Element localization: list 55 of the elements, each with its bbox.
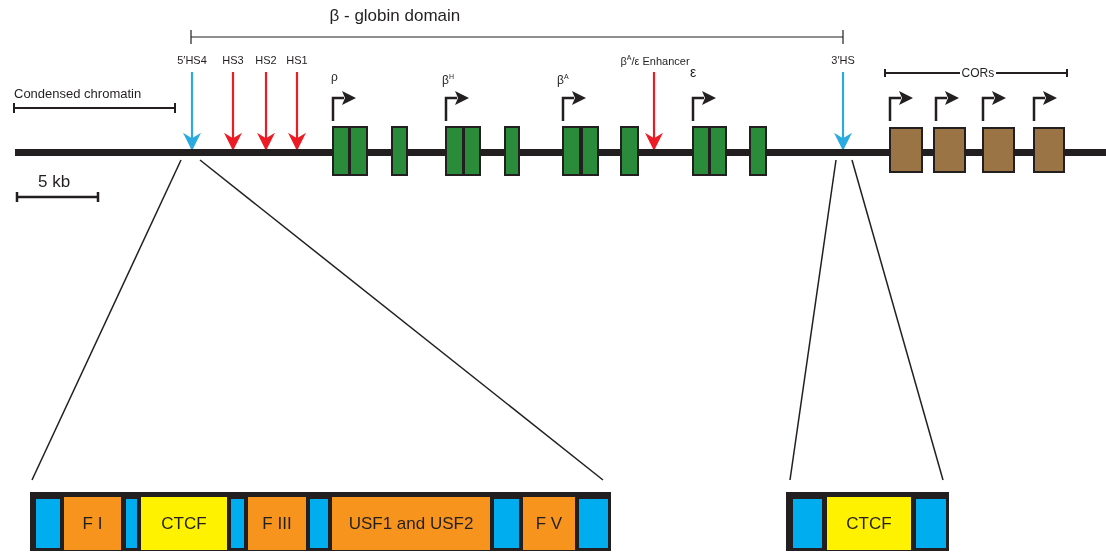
site-label: 5′HS4 bbox=[170, 53, 214, 67]
cor-gene-box bbox=[982, 127, 1015, 173]
gene-exon bbox=[581, 126, 599, 176]
zoom-line bbox=[31, 159, 182, 481]
site-label: HS2 bbox=[251, 53, 281, 67]
zoom-line bbox=[789, 159, 837, 481]
site-label: β$^{A}$/ε Enhancer bbox=[600, 53, 710, 67]
gene-exon bbox=[391, 126, 408, 176]
factor-segment: F V bbox=[523, 497, 575, 550]
factor-segment: F I bbox=[64, 497, 121, 550]
zoom-line bbox=[199, 159, 604, 481]
arrow bbox=[288, 72, 306, 151]
gene-exon bbox=[463, 126, 481, 176]
gene-label: β$^{A}$ bbox=[557, 72, 569, 87]
region-label: CORs bbox=[959, 66, 997, 80]
gene-exon bbox=[709, 126, 727, 176]
gene-exon bbox=[620, 126, 639, 176]
spacer-segment bbox=[229, 497, 246, 550]
gene-exon bbox=[504, 126, 520, 176]
gene-label: ρ bbox=[331, 70, 338, 84]
spacer-segment bbox=[124, 497, 139, 550]
arrow bbox=[257, 72, 275, 151]
site-label: 3′HS bbox=[826, 53, 860, 67]
cor-gene-box bbox=[889, 127, 923, 173]
spacer-segment bbox=[492, 497, 521, 550]
gene-label: β$^{H}$ bbox=[442, 72, 454, 87]
gene-exon bbox=[749, 126, 767, 176]
cor-gene-box bbox=[1033, 127, 1065, 173]
spacer-segment bbox=[914, 497, 948, 550]
factor-segment: CTCF bbox=[141, 497, 227, 550]
gene-exon bbox=[692, 126, 710, 176]
gene-exon bbox=[349, 126, 368, 176]
factor-segment: USF1 and USF2 bbox=[332, 497, 490, 550]
factor-segment: CTCF bbox=[827, 497, 911, 550]
site-label: HS1 bbox=[282, 53, 312, 67]
diagram-title: β - globin domain bbox=[329, 6, 461, 25]
site-label: HS3 bbox=[218, 53, 248, 67]
gene-exon bbox=[562, 126, 581, 176]
arrow bbox=[224, 72, 242, 151]
spacer-segment bbox=[308, 497, 330, 550]
insulator-region-box bbox=[786, 492, 949, 551]
spacer-segment bbox=[791, 497, 824, 550]
gene-exon bbox=[332, 126, 350, 176]
spacer-segment bbox=[577, 497, 610, 550]
cor-gene-box bbox=[933, 127, 966, 173]
scale-label: 5 kb bbox=[38, 172, 71, 191]
region-label: Condensed chromatin bbox=[14, 86, 142, 101]
insulator-region-box bbox=[30, 492, 611, 551]
arrow bbox=[183, 72, 201, 151]
arrow bbox=[834, 72, 852, 151]
factor-segment: F III bbox=[248, 497, 306, 550]
spacer-segment bbox=[34, 497, 62, 550]
zoom-line bbox=[851, 159, 944, 481]
arrow bbox=[645, 72, 663, 151]
gene-label: ε bbox=[690, 64, 697, 80]
